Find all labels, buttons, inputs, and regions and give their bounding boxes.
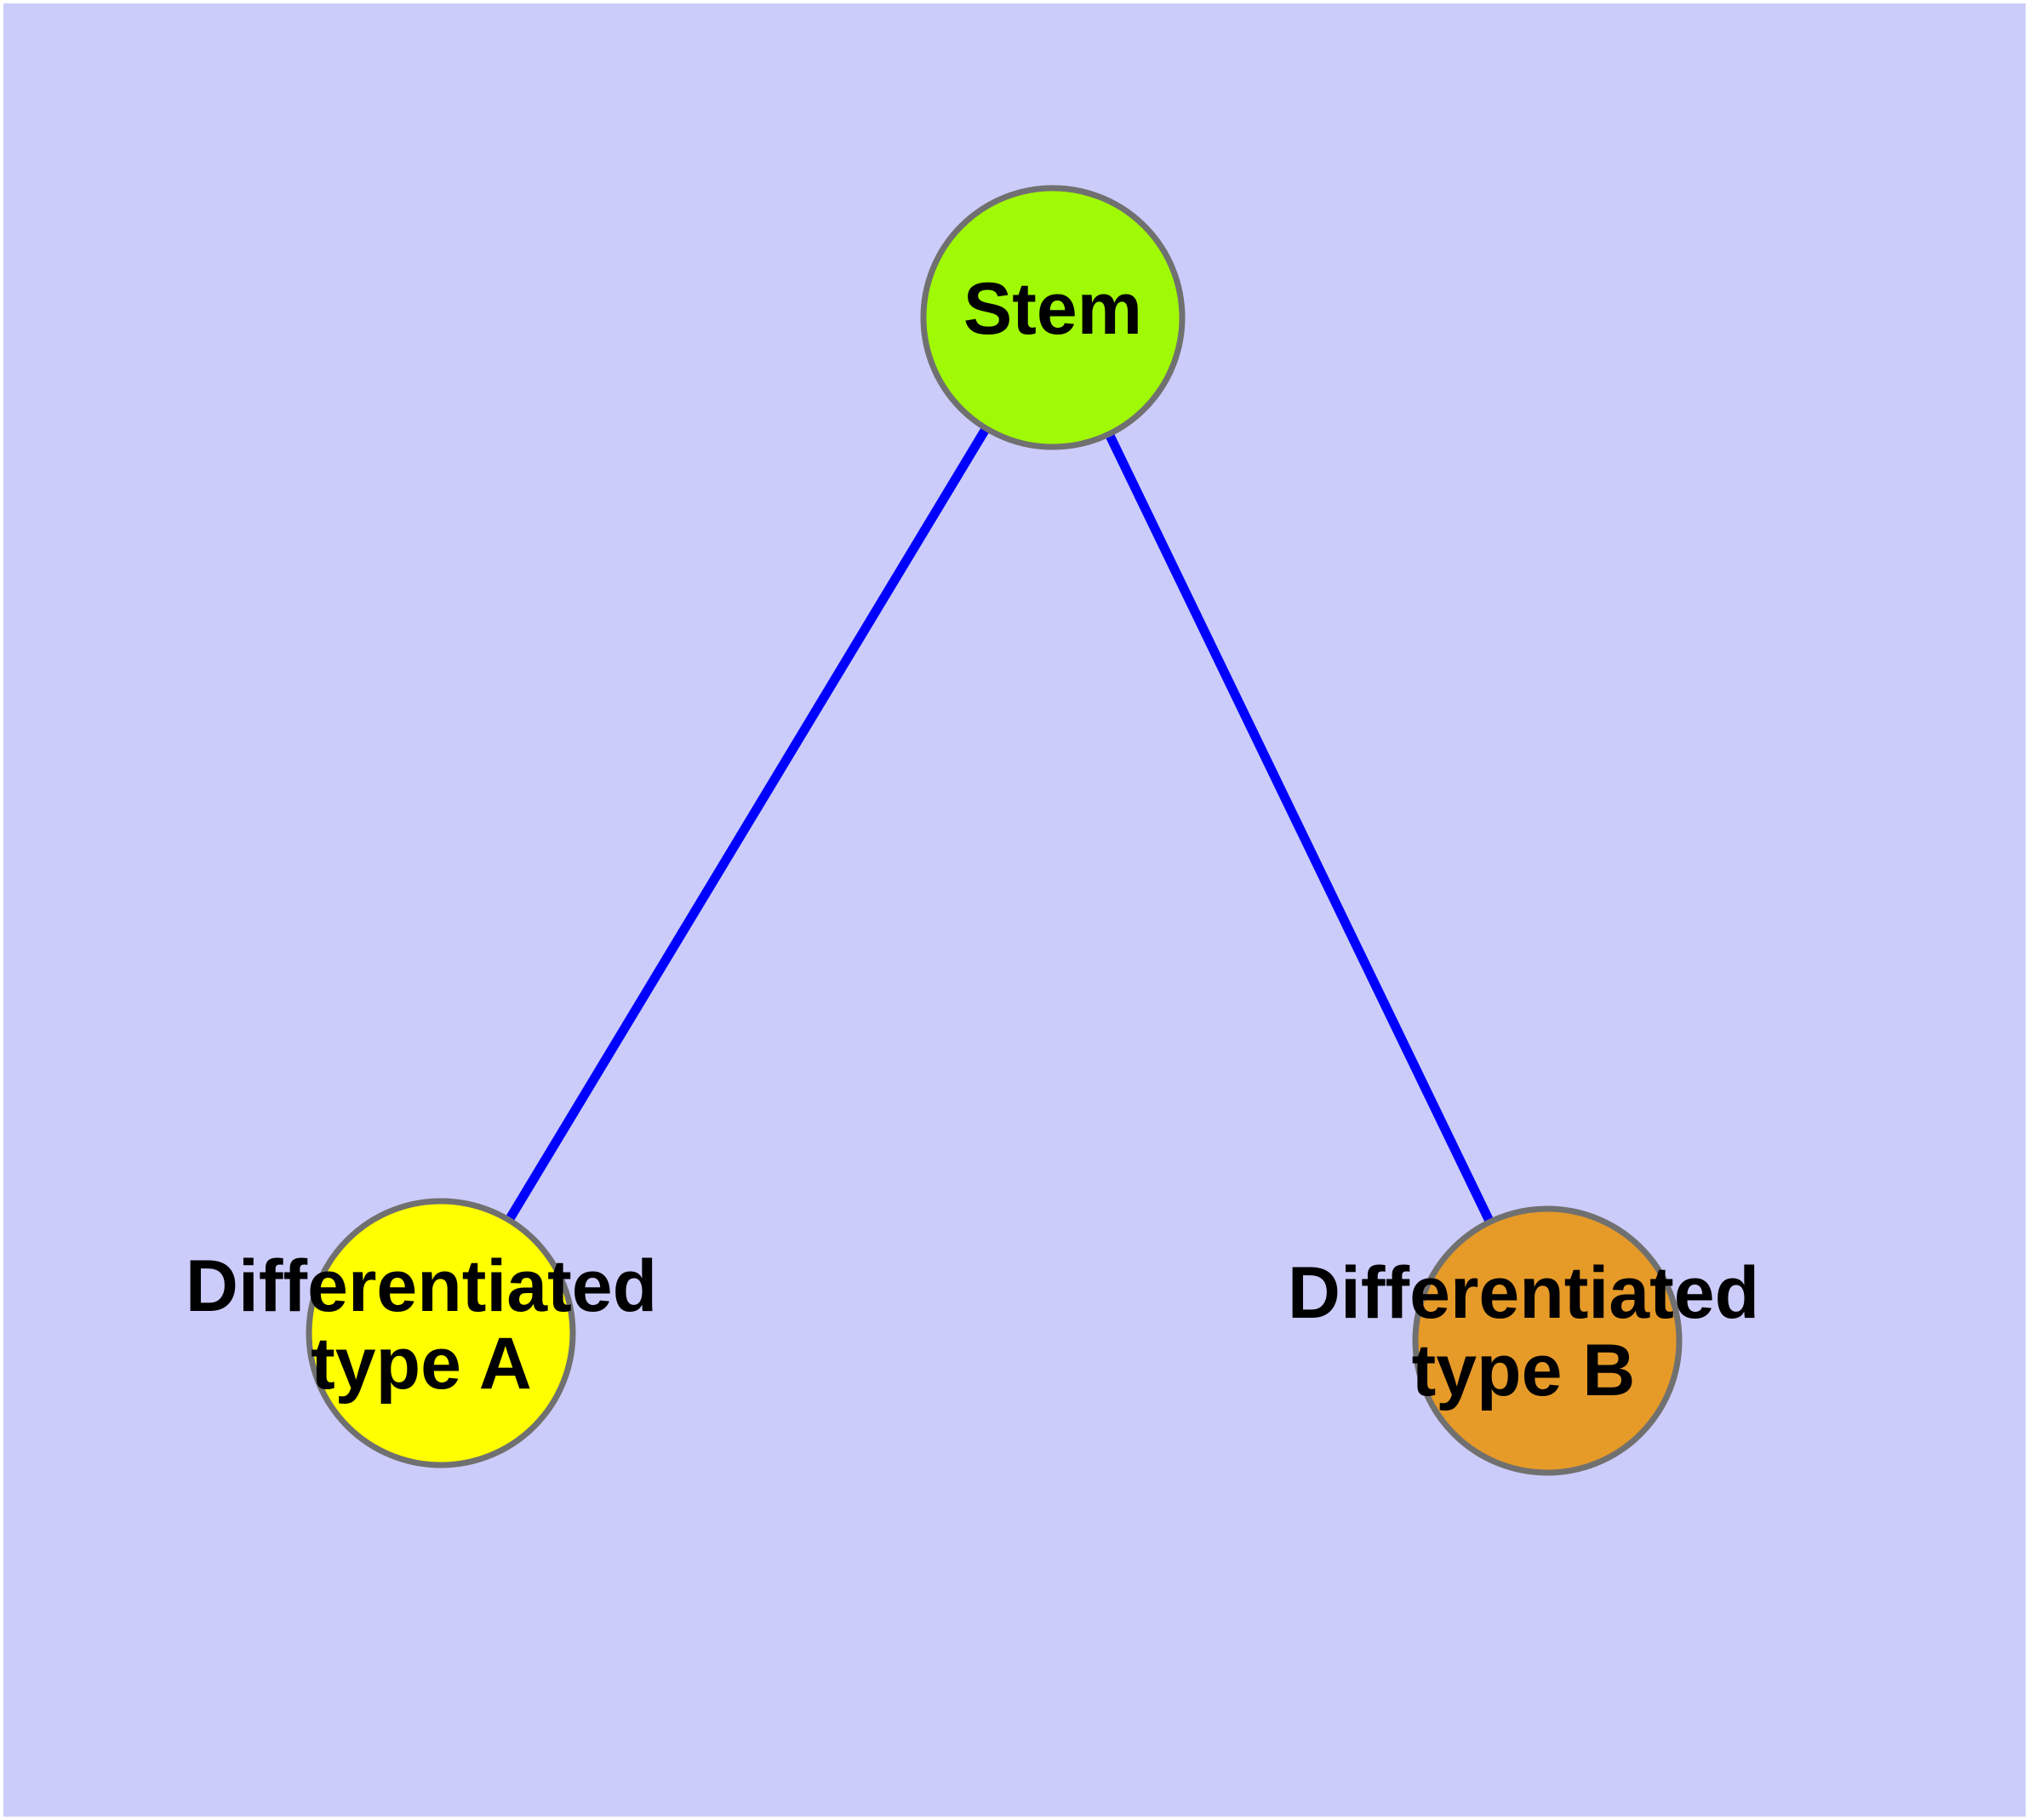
edge-stem-to-diff-a: [437, 315, 1057, 1336]
node-stem[interactable]: [920, 185, 1186, 450]
edge-layer: [437, 315, 1552, 1343]
node-diff-b[interactable]: [1412, 1205, 1683, 1476]
edge-stem-to-diff-b: [1049, 315, 1552, 1343]
node-diff-a[interactable]: [306, 1198, 576, 1468]
node-layer: [306, 185, 1683, 1476]
